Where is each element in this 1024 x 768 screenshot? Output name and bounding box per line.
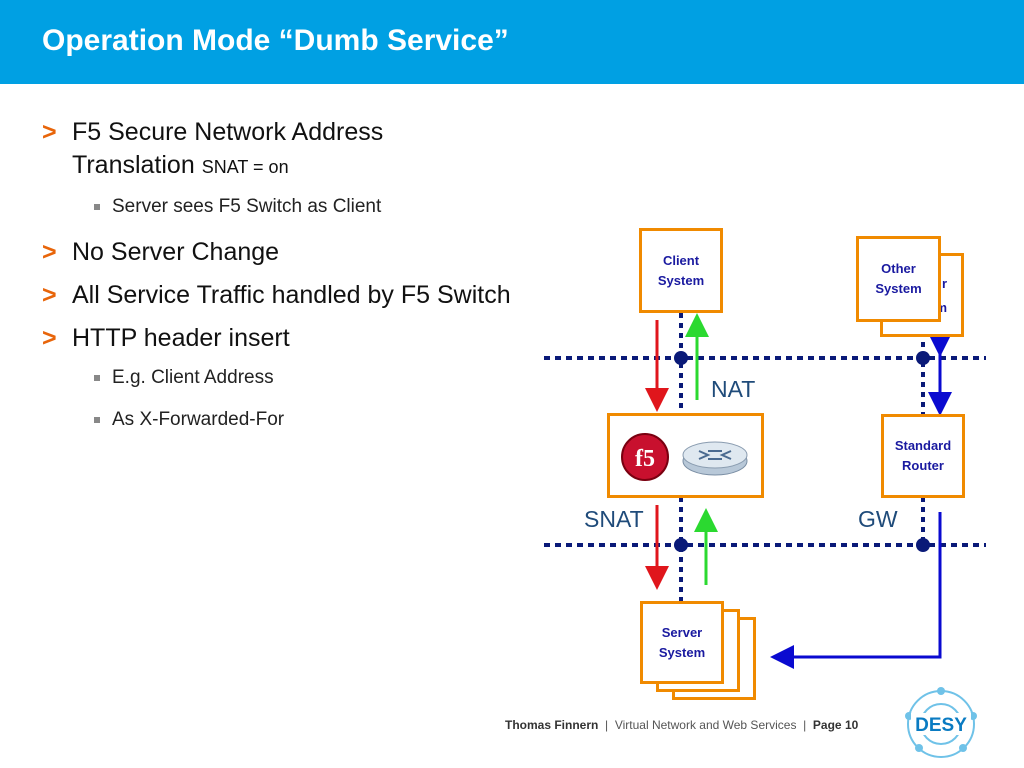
other-system-box: Other System (856, 236, 941, 322)
standard-router-box: Standard Router (881, 414, 965, 498)
box-label-line: Server (661, 624, 703, 640)
bullet-list: > F5 Secure Network Address Translation … (42, 116, 512, 449)
server-system-box: Server System (640, 601, 724, 684)
bullet-text: All Service Traffic handled by F5 Switch (72, 281, 511, 309)
logo-dot (959, 744, 967, 752)
client-system-box: Client System (639, 228, 723, 313)
footer-page: Page 10 (812, 718, 859, 732)
logo-dot (937, 687, 945, 695)
gw-label: GW (858, 506, 898, 532)
footer: Thomas Finnern | Virtual Network and Web… (505, 718, 858, 732)
square-bullet-icon (94, 204, 100, 210)
back-box-fragment: r (941, 276, 947, 291)
footer-separator: | (605, 718, 609, 732)
footer-course: Virtual Network and Web Services (614, 718, 797, 732)
bullet-http-header: > HTTP header insert (42, 322, 512, 355)
f5-logo-icon (620, 432, 669, 481)
bullet-snat: > F5 Secure Network Address Translation … (42, 116, 512, 184)
snat-label: SNAT (584, 506, 644, 532)
bullet-text: F5 Secure Network Address Translation (72, 118, 384, 179)
box-label-line: Other (881, 261, 916, 276)
sub-bullet-text: As X-Forwarded-For (112, 409, 285, 430)
bullet-marker: > (42, 281, 57, 309)
box-label-line: System (875, 281, 922, 296)
sub-bullet-client-address: E.g. Client Address (42, 365, 512, 391)
f5-switch-box: f5 (607, 413, 764, 498)
router-icon-top (682, 441, 747, 468)
sub-bullet-text: Server sees F5 Switch as Client (112, 196, 382, 217)
junction-dot (674, 538, 688, 552)
page-title: Operation Mode “Dumb Service” (42, 24, 509, 57)
back-box-fragment: m (935, 300, 947, 315)
nat-label: NAT (711, 376, 756, 402)
bullet-text: No Server Change (72, 238, 280, 266)
footer-separator: | (803, 718, 807, 732)
logo-dot (915, 744, 923, 752)
box-label-line: Router (902, 458, 944, 473)
logo-text: DESY (915, 715, 967, 736)
square-bullet-icon (94, 417, 100, 423)
bullet-marker: > (42, 324, 57, 352)
logo-text-bg (911, 713, 971, 735)
sub-bullet-server-sees: Server sees F5 Switch as Client (42, 194, 512, 220)
bullet-no-server-change: > No Server Change (42, 236, 512, 269)
square-bullet-icon (94, 375, 100, 381)
sub-bullet-text: E.g. Client Address (112, 367, 274, 388)
bullet-marker: > (42, 238, 57, 266)
f5-logo-text: f5 (635, 446, 655, 472)
blue-arrow-gw-server (770, 512, 942, 669)
footer-author: Thomas Finnern (505, 718, 599, 732)
router-arrows-icon (698, 449, 731, 460)
bullet-text: HTTP header insert (72, 324, 290, 352)
box-label-line: System (657, 272, 705, 288)
bullet-marker: > (42, 118, 57, 146)
header-bar: Operation Mode “Dumb Service” (0, 0, 1024, 84)
junction-dot (916, 538, 930, 552)
box-label-line: System (658, 644, 706, 660)
box-label-line: Client (662, 252, 700, 268)
sub-bullet-x-forwarded: As X-Forwarded-For (42, 407, 512, 433)
bullet-small-text: SNAT = on (201, 157, 289, 177)
junction-dot (916, 351, 930, 365)
f5-switch-graphics: f5 (620, 432, 747, 481)
junction-dot (674, 351, 688, 365)
bullet-service-traffic: > All Service Traffic handled by F5 Swit… (42, 279, 512, 312)
desy-logo: DESY (905, 687, 977, 758)
box-label-line: Standard (894, 438, 952, 453)
